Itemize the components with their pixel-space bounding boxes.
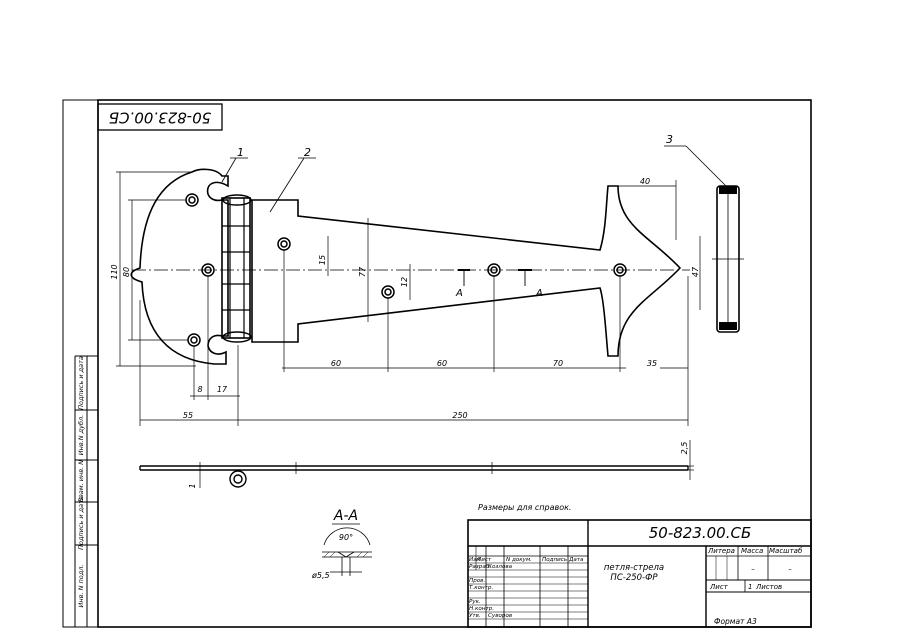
edge-view [139,465,689,488]
col-masshtab: Масштаб [769,547,803,555]
hdr-podp: Подпись [542,557,567,563]
stamp-podpis-data-1: Подпись и дата [77,496,85,550]
dim-110: 110 [110,264,119,279]
dim-70: 70 [553,359,563,368]
stamp-vzam-inv: Взам. инв. N [77,460,85,502]
hdr-list: Лист [476,557,492,563]
dim-2-5: 2,5 [680,442,689,455]
dim-80: 80 [122,267,131,277]
callout-leaders [221,145,727,213]
hinge-knuckle [221,197,251,339]
listov-value: 1 [748,583,752,591]
hdr-ndok: N докум. [506,557,532,563]
callout-2: 2 [304,146,311,159]
rotated-designation-box [97,103,223,131]
section-mark-left: А [455,288,463,299]
leaf-arrow-outline [251,185,682,357]
col-massa: Масса [741,547,763,555]
section-view [322,527,372,576]
side-stamp [74,355,98,627]
section-arrows [463,270,526,286]
list-label: Лист [709,583,729,591]
dim-250: 250 [452,411,467,420]
reference-note: Размеры для справок. [478,503,571,512]
name-razrab: Козлова [488,564,513,570]
dim-60-a: 60 [331,359,341,368]
hdr-izm: Изм [469,557,481,563]
stamp-inv-podl: Инв. N подл. [77,565,85,608]
title-designation: 50-823.00.СБ [649,524,752,542]
name-utv: Суворов [488,613,512,619]
hdr-data: Дата [568,557,584,563]
row-razrab: Разраб. [469,564,491,570]
dimension-lines [116,171,701,480]
part-name-line1: петля-стрела [604,563,664,573]
section-title: А-А [333,508,358,524]
val-masshtab: – [788,565,792,573]
row-utv: Утв. [469,613,481,619]
dim-1: 1 [188,483,197,488]
callout-1: 1 [237,146,244,159]
row-tkontr: Т.контр. [469,585,493,591]
pin-head-top [222,194,252,206]
dim-15: 15 [318,255,327,265]
section-hatch [323,551,369,558]
title-block-right-labels: Литера Масса Масштаб – – Лист 1 Листов [707,547,803,591]
col-litera: Литера [707,547,735,555]
val-massa: – [751,565,755,573]
title-block-grid [467,519,812,628]
pin-cap-bottom [719,322,737,330]
section-angle: 90° [339,533,353,542]
leaf-decorative-outline [130,168,229,365]
part-name-line2: ПС-250-ФР [610,573,658,583]
dim-17: 17 [217,385,228,394]
section-diameter: ø5,5 [311,571,330,580]
stamp-podpis-data-2: Подпись и дата [77,356,85,410]
listov-label: Листов [755,583,782,591]
section-mark-right: А [535,288,543,299]
dim-47: 47 [691,266,700,277]
row-prov: Пров. [469,578,485,584]
row-ruk: Рук. [469,599,481,605]
row-nkontr: Н.контр. [469,606,494,612]
drawing-frame [97,99,812,628]
knuckle-segments [222,198,250,338]
callout-3: 3 [666,133,673,146]
format-label: Формат А3 [714,617,757,626]
title-block-labels: Изм Лист N докум. Подпись Дата Разраб. К… [469,557,584,619]
dim-55: 55 [183,411,193,420]
dim-60-b: 60 [437,359,447,368]
stamp-inv-dubl: Инв.N дубл. [77,415,85,456]
dim-40: 40 [640,177,650,186]
edge-view-marks [199,462,493,488]
rotated-designation: 50-823.00.СБ [109,109,212,127]
dim-8: 8 [197,385,202,394]
dim-77: 77 [358,266,367,277]
pin-head-bottom [222,331,252,343]
dim-35: 35 [647,359,657,368]
dim-12: 12 [400,277,409,287]
pin-cap-top [719,186,737,194]
